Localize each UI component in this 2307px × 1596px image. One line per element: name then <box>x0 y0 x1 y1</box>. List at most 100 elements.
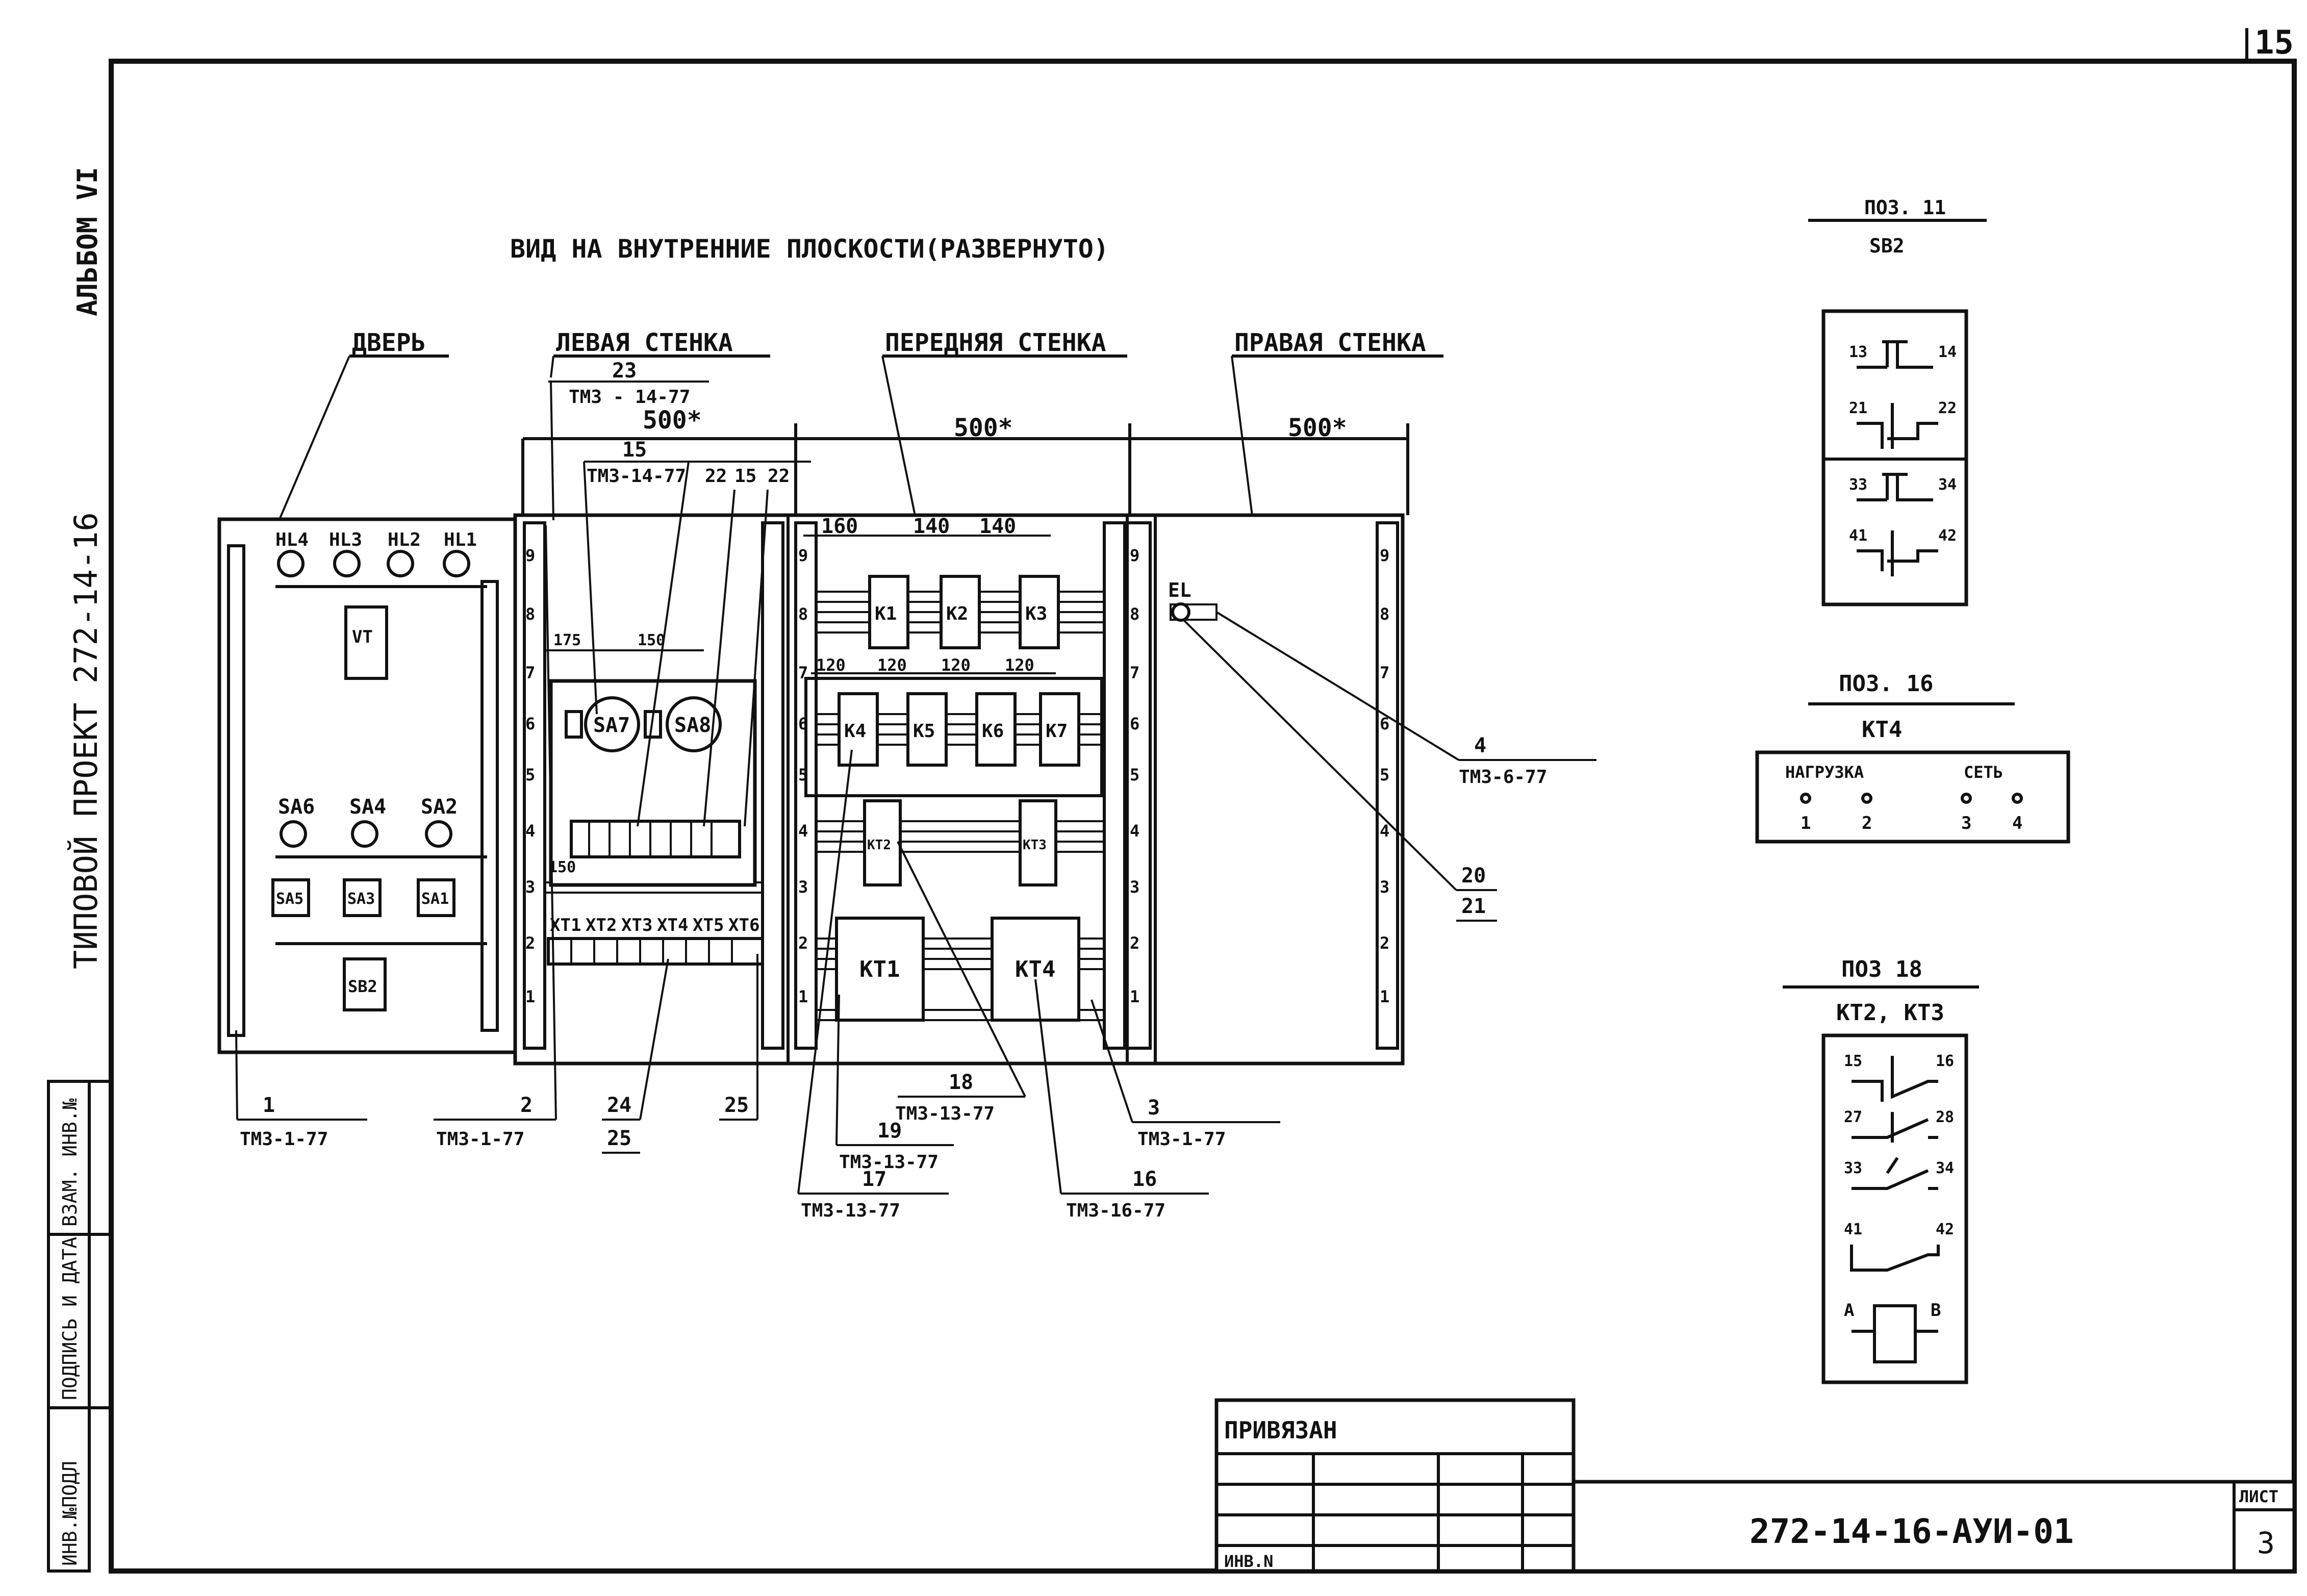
front-wall-panel: 160 140 140 120 120 120 120 K1 K2 K3 K4 … <box>794 515 1126 1050</box>
relay-kt3-label: KT3 <box>1023 838 1047 853</box>
relay-k3 <box>1019 575 1060 649</box>
right-wall-panel: EL <box>1126 521 1399 1050</box>
dim-150-small: 150 <box>548 858 576 876</box>
dim-right-wall: 500* <box>1288 414 1347 442</box>
tick-8: 8 <box>525 604 535 624</box>
tick-8: 8 <box>1380 604 1389 624</box>
drawing-code: 272-14-16-АУИ-01 <box>1750 1512 2074 1551</box>
relay-kt2 <box>863 799 902 886</box>
lamp-hl4-icon <box>277 550 305 577</box>
tick-3: 3 <box>1130 877 1139 897</box>
stamp-podpis: ПОДПИСЬ И ДАТА <box>59 1237 81 1400</box>
lamp-label-hl3: HL3 <box>329 529 362 550</box>
pos11-c33: 33 <box>1849 476 1867 494</box>
pos16-term4: 4 <box>2012 813 2022 833</box>
switch-label-sa4: SA4 <box>349 795 386 819</box>
tick-6: 6 <box>525 714 535 733</box>
switch-sa8-icon <box>666 696 722 752</box>
dim-120b: 120 <box>877 655 907 675</box>
pos16-term3-icon <box>1961 793 1972 804</box>
tick-8: 8 <box>1130 604 1139 624</box>
pos11-sub: SB2 <box>1869 235 1905 257</box>
title-inv: ИНВ.N <box>1224 1552 1273 1571</box>
album-label: АЛЬБОМ VI <box>71 167 104 316</box>
tick-7: 7 <box>1130 663 1139 682</box>
left-wall-panel: 175 150 SA7 SA8 150 XT1 XT2 XT3 XT4 XT5 … <box>523 521 784 1050</box>
tick-3: 3 <box>798 877 808 897</box>
switch-sa4-icon <box>351 820 378 848</box>
pos18-c34: 34 <box>1936 1159 1954 1177</box>
relay-k4 <box>838 692 879 767</box>
callout-3: 3 <box>1148 1096 1160 1120</box>
tick-7: 7 <box>1380 663 1389 682</box>
pos16-detail: ПОЗ. 16 КТ4 НАГРУЗКА СЕТЬ 1 2 3 4 <box>1755 671 2070 844</box>
dim-120a: 120 <box>816 655 846 675</box>
callout-23: 23 <box>612 359 637 383</box>
lamp-label-hl1: HL1 <box>444 529 477 550</box>
switch-sa8-label: SA8 <box>674 714 711 737</box>
switch-label-sa6: SA6 <box>278 795 315 819</box>
callout-15b: 15 <box>734 466 756 487</box>
switch-box-sa1 <box>417 878 455 917</box>
switch-box-label-sa5: SA5 <box>276 890 303 908</box>
lamp-label-hl4: HL4 <box>275 529 309 550</box>
callout-4: 4 <box>1474 734 1486 757</box>
tick-9: 9 <box>525 546 535 565</box>
tick-7: 7 <box>798 663 808 682</box>
relay-kt4-label: KT4 <box>1015 956 1055 982</box>
tick-9: 9 <box>1130 546 1139 565</box>
pos16-left-label: НАГРУЗКА <box>1785 763 1864 782</box>
tick-5: 5 <box>525 765 535 784</box>
dim-175: 175 <box>553 631 581 649</box>
relay-kt1-label: KT1 <box>859 956 900 982</box>
relay-k1 <box>868 575 909 649</box>
relay-kt3 <box>1019 799 1057 886</box>
dim-120d: 120 <box>1005 655 1034 675</box>
section-door: ДВЕРЬ <box>352 328 426 357</box>
button-sb2-box <box>343 957 387 1011</box>
pos16-term3: 3 <box>1961 813 1971 833</box>
relay-k2 <box>940 575 981 649</box>
terminal-xt5: XT5 <box>693 915 724 935</box>
callout-23-ref: ТМЗ - 14-77 <box>569 387 690 408</box>
callout-17-ref: ТМЗ-13-77 <box>801 1200 900 1221</box>
callout-4-ref: ТМЗ-6-77 <box>1459 767 1547 788</box>
pos18-c33: 33 <box>1844 1159 1862 1177</box>
pos18-coil-icon <box>1873 1304 1917 1363</box>
pos18-c15: 15 <box>1844 1052 1862 1070</box>
callout-1-ref: ТМЗ-1-77 <box>240 1129 328 1150</box>
pos18-c28: 28 <box>1936 1108 1954 1126</box>
tick-4: 4 <box>1130 821 1139 841</box>
tick-4: 4 <box>525 821 535 841</box>
dim-front-wall: 500* <box>954 414 1013 442</box>
pos18-c42: 42 <box>1936 1221 1954 1238</box>
rail-ticks-front-wall: 9 8 7 6 5 4 3 2 1 <box>798 546 808 1006</box>
relay-k7-label: K7 <box>1046 721 1068 742</box>
relay-kt4 <box>991 917 1080 1022</box>
tick-4: 4 <box>798 821 808 841</box>
lamp-el-label: EL <box>1168 579 1191 601</box>
callout-15-ref: ТМЗ-14-77 <box>587 466 686 487</box>
pos18-coil-a: А <box>1844 1300 1854 1321</box>
callout-20: 20 <box>1461 864 1486 888</box>
relay-kt2-label: KT2 <box>867 838 891 853</box>
tick-9: 9 <box>798 546 808 565</box>
callout-1: 1 <box>263 1094 275 1117</box>
switch-sa2-icon <box>425 820 452 848</box>
rail-ticks-right-wall: 9 8 7 6 5 4 3 2 1 9 8 7 6 5 4 3 2 1 <box>1130 546 1389 1006</box>
tick-9: 9 <box>1380 546 1389 565</box>
relay-kt1 <box>835 917 925 1022</box>
terminal-xt6: XT6 <box>728 915 759 935</box>
pos11-c13: 13 <box>1849 343 1867 361</box>
tick-5: 5 <box>1130 765 1139 784</box>
rail-ticks-left-wall: 9 8 7 6 5 4 3 2 1 <box>525 546 535 1006</box>
terminal-xt1: XT1 <box>550 915 581 935</box>
lamp-label-hl2: HL2 <box>388 529 421 550</box>
tick-6: 6 <box>1130 714 1139 733</box>
switch-box-label-sa3: SA3 <box>347 890 375 908</box>
pos16-term2: 2 <box>1862 813 1872 833</box>
relay-k7 <box>1039 692 1080 767</box>
callout-3-ref: ТМЗ-1-77 <box>1137 1129 1226 1150</box>
relay-k5 <box>906 692 948 767</box>
tick-7: 7 <box>525 663 535 682</box>
